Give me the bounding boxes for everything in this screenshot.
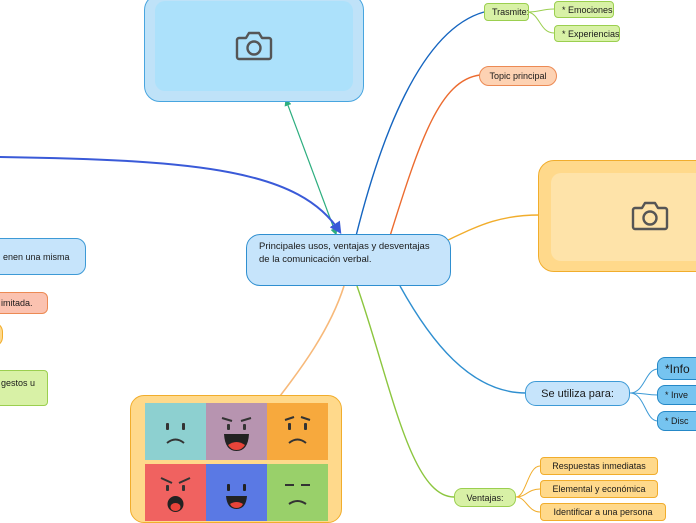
emoji-faces — [145, 403, 328, 521]
line-to-faces — [279, 285, 345, 397]
camera-icon — [235, 31, 273, 61]
topic-principal-label: Topic principal — [489, 71, 547, 81]
neutral-face-icon — [267, 464, 328, 521]
utiliza-item-1[interactable]: *Info — [657, 357, 696, 380]
image-node-right[interactable] — [538, 160, 696, 272]
ventaja-item-2-label: Elemental y económica — [552, 484, 646, 494]
utiliza-item-3-label: * Disc — [665, 416, 689, 426]
line-trasmite-emociones — [527, 8, 555, 13]
image-frame — [155, 1, 353, 91]
left-node-green-label: gestos u — [1, 378, 36, 388]
angry-face-icon — [145, 464, 206, 521]
arrow-from-left — [0, 156, 342, 235]
ventaja-item-1[interactable]: Respuestas inmediatas — [540, 457, 658, 475]
central-topic-text: Principales usos, ventajas y desventajas… — [259, 241, 430, 265]
trasmite-label: Trasmite: — [492, 7, 529, 17]
ventaja-item-3[interactable]: Identificar a una persona — [540, 503, 666, 521]
experiencias-label: * Experiencias. — [562, 28, 620, 39]
ventaja-item-3-label: Identificar a una persona — [553, 507, 653, 517]
line-utiliza-1 — [629, 368, 659, 394]
image-frame — [551, 173, 696, 261]
utiliza-item-1-label: *Info — [665, 361, 690, 376]
worried-face-icon — [267, 403, 328, 460]
line-utiliza-3 — [629, 392, 659, 422]
line-ventajas-3 — [515, 496, 541, 513]
line-to-utiliza — [399, 285, 527, 394]
left-node-blue[interactable]: enen una misma — [0, 238, 86, 275]
line-to-ventajas — [356, 285, 455, 498]
experiencias-node[interactable]: * Experiencias. — [554, 25, 620, 42]
utiliza-label: Se utiliza para: — [541, 387, 614, 400]
ventaja-item-1-label: Respuestas inmediatas — [552, 461, 646, 471]
ventajas-node[interactable]: Ventajas: — [454, 488, 516, 507]
utiliza-node[interactable]: Se utiliza para: — [525, 381, 630, 406]
left-node-green[interactable]: gestos u — [0, 370, 48, 406]
arrow-to-top-photo — [284, 98, 338, 236]
line-to-topic — [389, 74, 481, 237]
emociones-label: * Emociones. — [562, 4, 614, 15]
line-to-trasmite — [355, 11, 485, 237]
line-ventajas-1 — [515, 465, 541, 498]
ventajas-label: Ventajas: — [466, 492, 504, 503]
line-ventajas-2 — [515, 488, 541, 498]
image-node-top[interactable] — [144, 0, 364, 102]
line-trasmite-experiencias — [527, 11, 555, 34]
camera-icon — [631, 201, 669, 231]
sad-face-icon — [145, 403, 206, 460]
laughing-face-icon — [206, 403, 267, 460]
central-topic[interactable]: Principales usos, ventajas y desventajas… — [246, 234, 451, 286]
line-to-yellow-photo — [447, 214, 541, 241]
topic-principal-node[interactable]: Topic principal — [479, 66, 557, 86]
left-node-salmon[interactable]: imitada. — [0, 292, 48, 314]
happy-face-icon — [206, 464, 267, 521]
trasmite-node[interactable]: Trasmite: — [484, 3, 529, 21]
image-node-faces[interactable] — [130, 395, 342, 523]
utiliza-item-2[interactable]: * Inve — [657, 385, 696, 405]
left-node-blue-label: enen una misma — [3, 251, 70, 262]
ventaja-item-2[interactable]: Elemental y económica — [540, 480, 658, 498]
utiliza-item-2-label: * Inve — [665, 390, 689, 400]
utiliza-item-3[interactable]: * Disc — [657, 411, 696, 431]
emociones-node[interactable]: * Emociones. — [554, 1, 614, 18]
left-node-salmon-label: imitada. — [1, 298, 33, 308]
